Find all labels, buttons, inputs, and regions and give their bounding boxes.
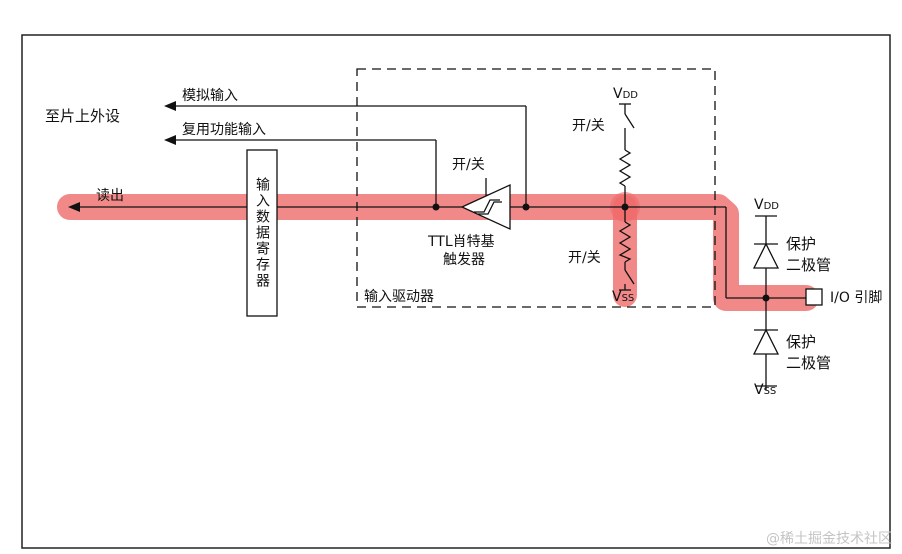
ttl-trigger-label-1: TTL肖特基 (428, 234, 495, 250)
vss-main-label: VSS (612, 289, 635, 305)
vss-protection-label: VSS (754, 382, 777, 398)
io-pin-label: I/O 引脚 (830, 290, 883, 306)
pullup-switch-icon (624, 113, 635, 129)
protection-diode-bottom-icon (752, 328, 780, 355)
protection-diode-top-label-2: 二极管 (786, 256, 832, 274)
watermark: @稀土掘金技术社区 (766, 531, 892, 547)
input-data-register-label: 输入数据寄存器 (254, 177, 270, 289)
arrowheads (68, 101, 176, 212)
pullup-resistor-icon (618, 149, 632, 187)
protection-diode-bottom-label-1: 保护 (786, 333, 817, 351)
alt-func-arrow (164, 135, 176, 145)
pulldown-switch-icon (624, 269, 635, 285)
input-driver-label: 输入驱动器 (364, 289, 434, 305)
ttl-trigger-label-2: 触发器 (443, 252, 485, 268)
protection-diode-top-icon (752, 242, 780, 269)
alt-func-input-label: 复用功能输入 (182, 122, 266, 138)
input-driver-box (356, 68, 716, 308)
pullup-switch-label: 开/关 (572, 118, 605, 134)
vdd-protection-label: VDD (754, 197, 779, 213)
analog-input-label: 模拟输入 (182, 88, 238, 104)
vdd-main-label: VDD (613, 86, 638, 102)
analog-arrow (164, 101, 176, 111)
outer-frame (21, 34, 891, 549)
pulldown-switch-label: 开/关 (568, 250, 601, 266)
schmitt-trigger-icon (460, 178, 511, 231)
schmitt-switch-label: 开/关 (452, 157, 485, 173)
protection-diode-bottom-label-2: 二极管 (786, 354, 832, 372)
io-pin-icon (805, 288, 823, 306)
read-out-label: 读出 (96, 188, 124, 204)
read-out-arrow (68, 202, 80, 212)
protection-diode-top-label-1: 保护 (786, 235, 817, 253)
to-peripheral-label: 至片上外设 (45, 107, 121, 125)
input-data-register: 输入数据寄存器 (247, 150, 277, 316)
pulldown-resistor-icon (618, 221, 632, 263)
junction-dots (432, 203, 770, 302)
input-data-register-box (246, 149, 278, 317)
